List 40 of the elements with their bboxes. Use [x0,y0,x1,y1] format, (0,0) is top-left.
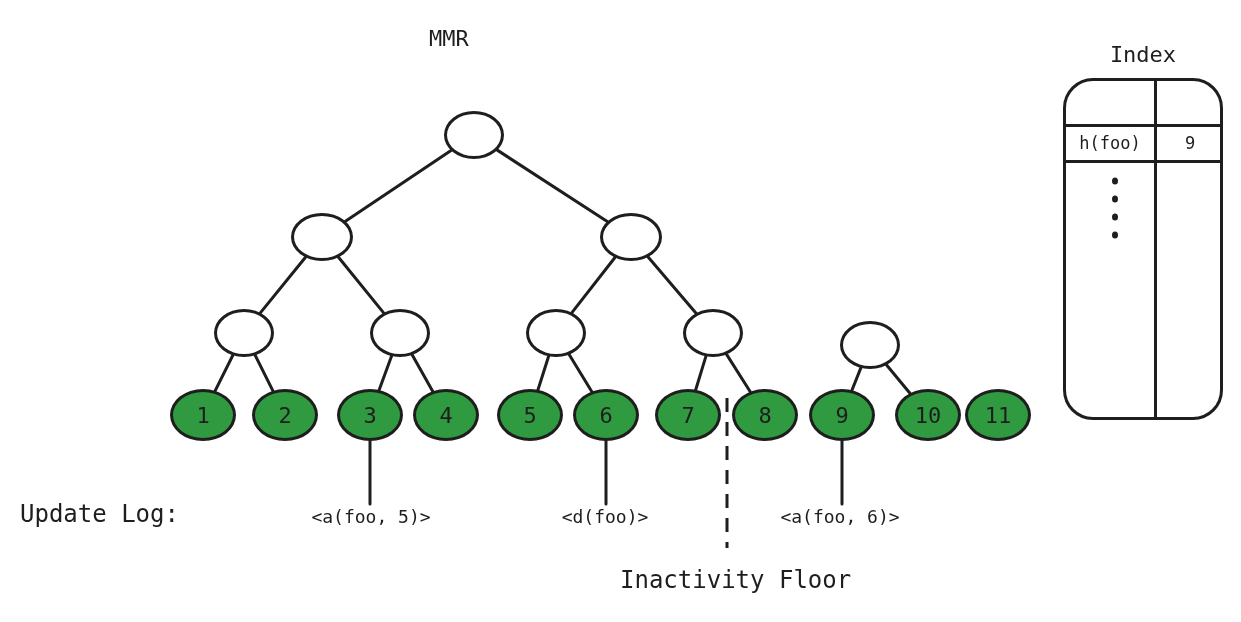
leaf-node-circle: 7 [655,389,721,441]
tree-node-circle [444,111,504,159]
table-value: 9 [1183,133,1197,153]
tree-edge [850,366,863,392]
leaf-node-circle: 11 [965,389,1031,441]
tree-node-circle [214,309,274,357]
leaf-node-circle: 9 [809,389,875,441]
tree-edge [337,255,386,315]
tree-node-circle [526,309,586,357]
table-heading: Index [1108,42,1178,67]
leaf-node-circle: 6 [573,389,639,441]
tree-edge [840,439,844,506]
leaf-node-circle: 8 [732,389,798,441]
tree-node-circle [370,309,430,357]
diagram-title: MMR [429,26,469,51]
table-key: h(foo) [1066,133,1154,153]
leaf-node-circle: 10 [895,389,961,441]
tree-edge [258,255,307,315]
tree-edge [343,148,453,223]
update-log-entry: <a(foo, 5)> [281,504,461,530]
update-log-entry: <a(foo, 6)> [750,504,930,530]
tree-node-circle [840,321,900,369]
log-heading: Update Log: [20,500,179,528]
leaf-node-circle: 5 [497,389,563,441]
tree-edge [368,439,372,506]
update-log-entry: <d(foo)> [540,504,670,530]
leaf-node-circle: 4 [413,389,479,441]
tree-edge [646,255,698,315]
leaf-node-circle: 2 [252,389,318,441]
tree-node-circle [600,213,662,261]
tree-node-circle [291,213,353,261]
tree-edge [570,256,617,315]
tree-edge [604,439,608,506]
tree-node-circle [683,309,743,357]
leaf-node-circle: 3 [337,389,403,441]
floor-label: Inactivity Floor [620,566,852,594]
tree-edge [885,363,912,395]
tree-edge [495,148,609,224]
leaf-node-circle: 1 [170,389,236,441]
tree-edge [410,353,435,393]
